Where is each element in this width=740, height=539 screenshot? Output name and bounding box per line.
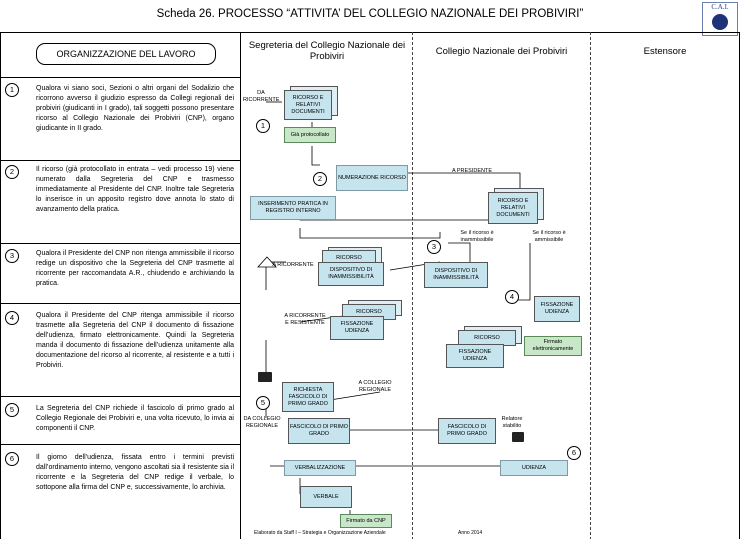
a-collegio-regionale-label: A COLLEGIO REGIONALE	[358, 380, 392, 393]
fascicolo-segreteria-doc: FASCICOLO DI PRIMO GRADO	[288, 418, 350, 444]
estensore-header: Estensore	[643, 46, 687, 57]
computer-2-icon	[512, 432, 524, 442]
dispositivo-collegio-doc: DISPOSITIVO DI INAMMISSIBILITÀ	[424, 262, 488, 288]
cai-logo: C.A.I.	[702, 2, 738, 36]
fissazione-collegio-doc: FISSAZIONE UDIENZA	[446, 344, 504, 368]
step-6-number: 6	[5, 452, 19, 466]
verbalizzazione-box: VERBALIZZAZIONE	[284, 460, 356, 476]
step-5-description: La Segreteria del CNP richiede il fascic…	[36, 405, 234, 432]
firmato-cnp-note: Firmato da CNP	[340, 514, 392, 528]
step-2-description: Il ricorso (già protocollato in entrata …	[36, 166, 234, 213]
page-title: Scheda 26. PROCESSO “ATTIVITA’ DEL COLLE…	[156, 8, 584, 20]
ricorso-relativi-doc: RICORSO E RELATIVI DOCUMENTI	[284, 90, 332, 120]
flow-step-6-number: 6	[567, 446, 581, 460]
collegio-header: Collegio Nazionale dei Probiviri	[435, 46, 568, 57]
step-3-number: 3	[5, 249, 19, 263]
a-ricorrente-resistente-label: A RICORRENTE E RESISTENTE	[284, 313, 326, 326]
dispositivo-segreteria-doc: DISPOSITIVO DI INAMMISSIBILITÀ	[318, 262, 384, 286]
step-4-number: 4	[5, 311, 19, 325]
step-3-description: Qualora il Presidente del CNP non riteng…	[36, 250, 234, 287]
step-6-description: Il giorno dell’udienza, fissata entro i …	[36, 454, 234, 491]
richiesta-fascicolo-doc: RICHIESTA FASCICOLO DI PRIMO GRADO	[282, 382, 334, 412]
fissazione-udienza-top-doc: FISSAZIONE UDIENZA	[534, 296, 580, 322]
logo-emblem-icon	[712, 14, 728, 30]
flow-step-5-number: 5	[256, 396, 270, 410]
org-header: ORGANIZZAZIONE DEL LAVORO	[36, 43, 216, 65]
se-non-ammissibile-label: Se il ricorso è inammissibile	[460, 230, 494, 243]
footer-source: Elaborato da Staff I – Strategia e Organ…	[254, 530, 386, 536]
flow-step-4-number: 4	[505, 290, 519, 304]
a-ricorrente-label: A RICORRENTE	[272, 262, 314, 268]
relatore-stabilito-label: Relatore stabilito	[501, 416, 523, 429]
step-4-description: Qualora il Presidente del CNP ritenga am…	[36, 312, 234, 369]
verbale-doc: VERBALE	[300, 486, 352, 508]
step-1-description: Qualora vi siano soci, Sezioni o altri o…	[36, 85, 234, 132]
fascicolo-collegio-doc: FASCICOLO DI PRIMO GRADO	[438, 418, 496, 444]
fissazione-segreteria-doc: FISSAZIONE UDIENZA	[330, 316, 384, 340]
gia-protocollato-note: Già protocollato	[284, 127, 336, 143]
numerazione-ricorso-box: NUMERAZIONE RICORSO	[336, 165, 408, 191]
flow-step-3-number: 3	[427, 240, 441, 254]
step-1-number: 1	[5, 83, 19, 97]
flow-step-2-number: 2	[313, 172, 327, 186]
udienza-box: UDIENZA	[500, 460, 568, 476]
a-presidente-label: A PRESIDENTE	[451, 168, 493, 174]
firmato-elettronicamente-note: Firmato elettronicamente	[524, 336, 582, 356]
segreteria-header: Segreteria del Collegio Nazionale dei Pr…	[248, 40, 406, 62]
inserimento-registro-box: INSERIMENTO PRATICA IN REGISTRO INTERNO	[250, 196, 336, 220]
flow-step-1-number: 1	[256, 119, 270, 133]
logo-text: C.A.I.	[711, 3, 729, 11]
ricorso-relativi-2-doc: RICORSO E RELATIVI DOCUMENTI	[488, 192, 538, 224]
da-collegio-regionale-label: DA COLLEGIO REGIONALE	[243, 416, 281, 429]
computer-icon	[258, 372, 272, 382]
da-ricorrente-label: DA RICORRENTE	[243, 90, 280, 103]
step-2-number: 2	[5, 165, 19, 179]
step-5-number: 5	[5, 403, 19, 417]
se-ammissibile-label: Se il ricorso è ammissibile	[532, 230, 566, 243]
warning-triangle-icon	[257, 256, 277, 268]
footer-year: Anno 2014	[458, 530, 483, 536]
